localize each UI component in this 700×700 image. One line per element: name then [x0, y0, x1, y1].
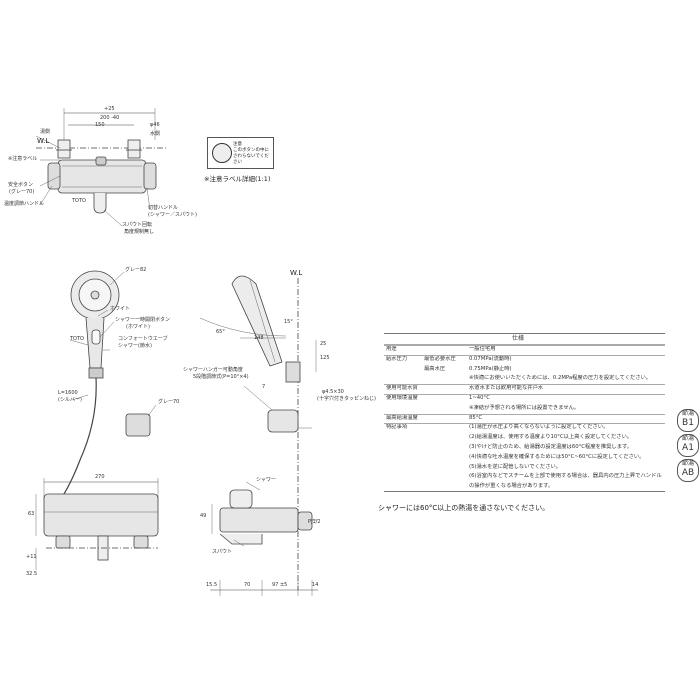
switch-handle-label: 切替ハンドル	[148, 205, 179, 211]
dim-150: 150	[95, 122, 105, 128]
dim-49: 49	[200, 513, 207, 519]
temp-handle-label: 温度調節ハンドル	[4, 201, 45, 207]
caution-label-callout: ※注意ラベル	[8, 156, 38, 162]
dim-63: 63	[28, 511, 35, 517]
spec-value: ※凍結が予想される場所には設置できません。	[469, 404, 580, 411]
spec-value: 0.07MPa(流動時)	[469, 355, 512, 362]
dim-125: 125	[320, 355, 330, 361]
safety-button-label: 安全ボタン	[8, 182, 34, 188]
spout-label: スパウト	[212, 549, 233, 555]
dim-32-5: 32.5	[26, 571, 38, 577]
wl-label-top: W.L	[37, 137, 50, 145]
switch-handle-sub: (シャワー／スパウト)	[148, 212, 197, 218]
dim-70: 70	[244, 582, 251, 588]
spec-key: 給水圧力	[386, 355, 408, 362]
dim-148: 148	[254, 335, 264, 341]
spec-value: (5)湯水を逆に配管しないでください。	[469, 463, 562, 470]
spec-value: 水道水または飲用可能な井戸水	[469, 385, 544, 392]
caution-line2: さわらないでください	[233, 154, 269, 165]
hose-length: L=1600	[58, 390, 78, 396]
spec-value: 1~40°C	[469, 395, 490, 401]
safety-button-color: (グレー70)	[9, 189, 35, 195]
spec-key: 用途	[386, 346, 397, 352]
shower-head-front	[59, 270, 157, 501]
dim-15-5: 15.5	[206, 582, 218, 588]
dim-14: 14	[312, 582, 319, 588]
spec-sub: 最高水圧	[424, 365, 446, 372]
dim-plus25: +25	[104, 106, 115, 112]
spec-value: (2)給湯温度は、使用する温度より10°C以上高く設定してください。	[469, 434, 633, 441]
dim-7: 7	[262, 384, 266, 390]
side-view	[199, 275, 317, 590]
caution-label-detail: 注意 このボタンの中に さわらないでください	[207, 137, 274, 169]
spec-value: (6)浴室内などでスチームを上部で使用する場合は、器具内の圧力上昇でハンドル	[469, 473, 662, 480]
shower-outlet-label: シャワー	[256, 477, 277, 483]
dim-200-40: 200 -40	[100, 115, 120, 121]
dim-270: 270	[95, 474, 105, 480]
spec-header: 仕様	[512, 335, 525, 342]
cold-water-label: 水側	[150, 131, 161, 137]
spec-value: (3)やけど防止のため、給湯器の設定温度は60°C程度を推奨します。	[469, 444, 633, 450]
grey82-label: グレー82	[125, 267, 147, 273]
toto-logo-shower: TOTO	[70, 336, 84, 342]
no-touch-icon	[212, 143, 232, 163]
dim-phi46: φ46	[150, 122, 160, 128]
hanger-sub: 5段階調節式(P=10°×4)	[193, 374, 249, 380]
caution-title: 注意	[233, 142, 242, 147]
screw-label: φ4.5×30	[322, 389, 344, 395]
stop-button-color: (ホワイト)	[126, 324, 150, 330]
pj-thread: PJ1/2	[308, 519, 321, 525]
hose-color: (シルバー)	[58, 397, 82, 403]
caution-line1: このボタンの中に	[233, 148, 269, 153]
angle-15: 15°	[284, 319, 293, 325]
spout-rotation-label: スパウト回転	[122, 222, 153, 228]
shower-warning: シャワーには60°C以上の熱湯を通さないでください。	[378, 504, 550, 512]
spec-value: 0.75MPa(静止時)	[469, 365, 512, 372]
spec-value: (4)快適な吐水温度を確保するためには50°C~60°Cに設定してください。	[469, 453, 645, 460]
front-view-mixer	[35, 478, 318, 596]
spec-key: 使用可能水質	[386, 385, 418, 392]
top-view-mixer	[35, 108, 168, 227]
spec-table: 仕様 用途 一般住宅用給水圧力 最低必要水圧 0.07MPa(流動時) 最高水圧 0.75…	[384, 333, 665, 492]
stop-button-label: シャワー一時開閉ボタン	[115, 317, 171, 323]
dim-25: 25	[320, 341, 327, 347]
spec-key: 最高給湯温度	[386, 414, 418, 421]
spec-value: (1)湯圧が水圧より高くならないように設定してください。	[469, 424, 609, 431]
spec-value: 一般住宅用	[469, 346, 496, 352]
caution-label-caption: ※注意ラベル詳細(1:1)	[204, 175, 271, 183]
comfort-wave-sub: シャワー(節水)	[118, 343, 152, 349]
hanger-label: シャワーハンガー可動角度	[183, 367, 243, 373]
spec-key: 特記事項	[386, 424, 408, 431]
screw-sub: (十字穴付きタッピンねじ)	[317, 396, 376, 402]
toto-logo-top: TOTO	[72, 198, 86, 204]
hot-water-label: 湯側	[40, 129, 51, 135]
spec-value: ※快適にお使いいただくためには、0.2MPa程度の圧力を設定してください。	[469, 375, 652, 382]
wl-label-side: W.L	[290, 269, 303, 277]
spec-key: 使用環境温度	[386, 395, 418, 401]
comfort-wave-label: コンフォートウエーブ	[118, 336, 168, 342]
white-label: ホワイト	[110, 306, 131, 312]
grey70-label: グレー70	[158, 399, 180, 405]
spec-value: の操作が重くなる場合があります。	[469, 483, 554, 490]
dim-plus11: +11	[26, 554, 37, 560]
spec-value: 85°C	[469, 414, 483, 421]
spec-sub: 最低必要水圧	[424, 355, 456, 362]
spout-rotation-sub: 角度規制無し	[124, 229, 155, 235]
angle-65: 65°	[216, 329, 225, 335]
dim-97: 97 ±5	[272, 582, 288, 588]
